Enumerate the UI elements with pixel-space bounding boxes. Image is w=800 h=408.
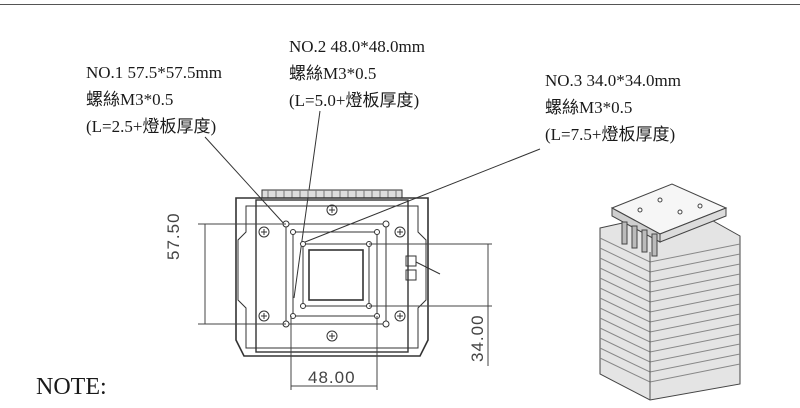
top-border-line (0, 4, 800, 5)
leader-lines (204, 110, 541, 299)
callout-no1-screw: 螺絲M3*0.5 (86, 90, 174, 109)
heatsink-isometric-view (599, 183, 741, 401)
callout-no3-length: (L=7.5+燈板厚度) (545, 125, 676, 144)
callout-no1-length: (L=2.5+燈板厚度) (86, 117, 217, 136)
callout-no1-size: NO.1 57.5*57.5mm (86, 63, 222, 82)
dimension-right: 34.00 (468, 314, 487, 362)
callout-no3: NO.3 34.0*34.0mm 螺絲M3*0.5 (L=7.5+燈板厚度) (545, 67, 681, 148)
heatsink-front-view (235, 189, 441, 357)
callout-no1: NO.1 57.5*57.5mm 螺絲M3*0.5 (L=2.5+燈板厚度) (86, 59, 222, 140)
callout-no2-size: NO.2 48.0*48.0mm (289, 37, 425, 56)
callout-no3-size: NO.3 34.0*34.0mm (545, 71, 681, 90)
dimension-left: 57.50 (164, 212, 183, 260)
callout-no3-screw: 螺絲M3*0.5 (545, 98, 633, 117)
note-heading: NOTE: (36, 374, 107, 400)
dimension-lines (198, 223, 492, 390)
callout-no2: NO.2 48.0*48.0mm 螺絲M3*0.5 (L=5.0+燈板厚度) (289, 33, 425, 114)
callout-no2-screw: 螺絲M3*0.5 (289, 64, 377, 83)
dimension-bottom: 48.00 (308, 368, 356, 387)
callout-no2-length: (L=5.0+燈板厚度) (289, 91, 420, 110)
